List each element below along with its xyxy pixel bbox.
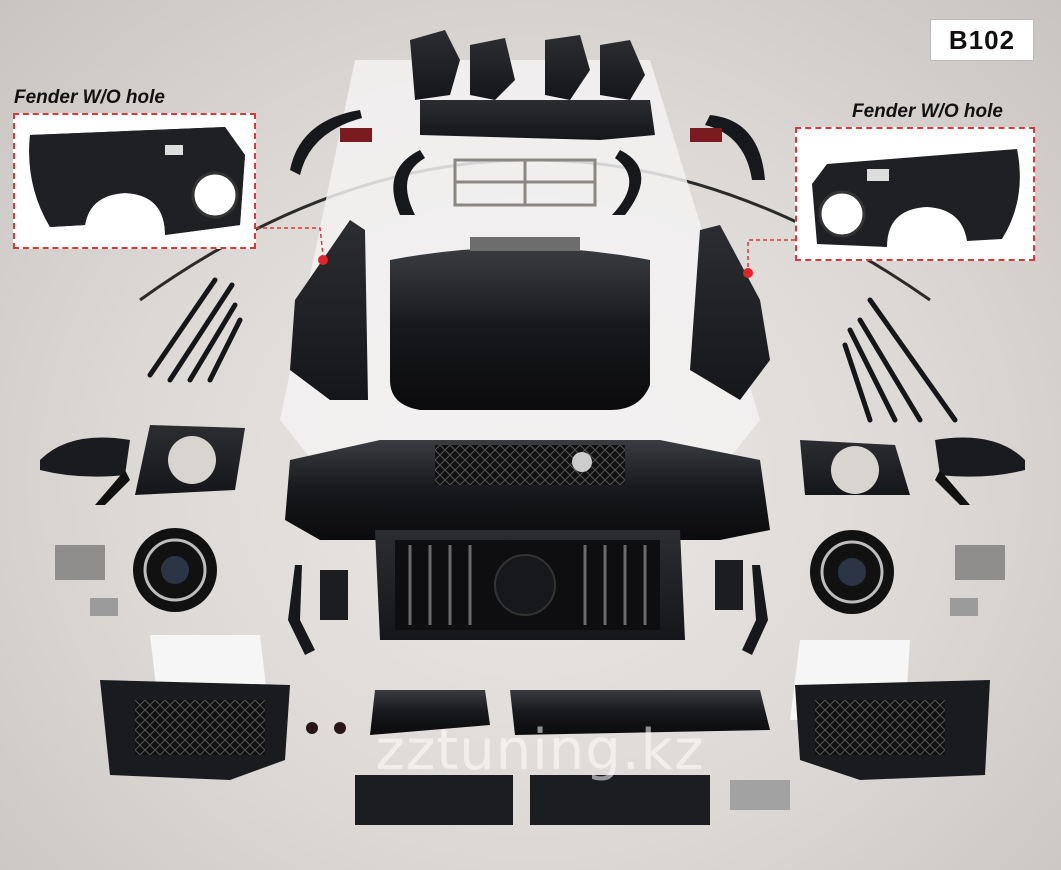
- cover-left: [320, 570, 348, 620]
- drl-left: [55, 545, 105, 580]
- rear-bumper: [420, 100, 655, 140]
- headlight-right: [810, 530, 894, 614]
- front-bumper: [285, 440, 770, 540]
- hood: [390, 247, 650, 410]
- metal-bracket: [453, 158, 597, 207]
- trim-strips-left: [147, 277, 243, 383]
- cover-right: [715, 560, 743, 610]
- side-vent-left: [100, 680, 290, 780]
- bracket-right: [742, 565, 768, 655]
- lower-lip-left: [370, 690, 490, 735]
- headlight-left: [133, 528, 217, 612]
- fender-callout-left-label: Fender W/O hole: [14, 87, 165, 108]
- front-grille: [375, 530, 685, 640]
- clip-right: [950, 598, 978, 616]
- fender-callout-right: [795, 127, 1035, 261]
- fender-callout-right-label: Fender W/O hole: [852, 101, 1003, 122]
- fog-plug-1: [306, 722, 318, 734]
- side-vent-right: [795, 680, 990, 780]
- tail-light-right: [690, 128, 722, 142]
- mirror-left: [40, 437, 130, 505]
- fender-flare-left-2: [393, 150, 425, 215]
- fender-left: [290, 220, 368, 400]
- fender-image-right: [812, 149, 1020, 247]
- product-code-badge: B102: [930, 19, 1034, 61]
- fender-callout-left: [13, 113, 256, 249]
- fender-image-left: [29, 127, 245, 235]
- fender-flare-right-2: [612, 150, 642, 215]
- license-bracket-right: [530, 775, 710, 825]
- fender-right: [690, 225, 770, 400]
- clip-left: [90, 598, 118, 616]
- tail-light-left: [340, 128, 372, 142]
- marker-right: [743, 268, 753, 278]
- drl-right: [955, 545, 1005, 580]
- hood-vent: [470, 237, 580, 251]
- bracket-left: [288, 565, 315, 655]
- mirror-right: [935, 437, 1025, 505]
- lower-lip-right: [510, 690, 770, 735]
- license-bracket-left: [355, 775, 513, 825]
- emblem-pack: [730, 780, 790, 810]
- fender-flare-left: [290, 110, 362, 175]
- fender-flare-right: [705, 115, 765, 180]
- trim-strips-right: [842, 297, 958, 423]
- fog-plug-2: [334, 722, 346, 734]
- wheel-arch-liners: [410, 30, 645, 100]
- marker-left: [318, 255, 328, 265]
